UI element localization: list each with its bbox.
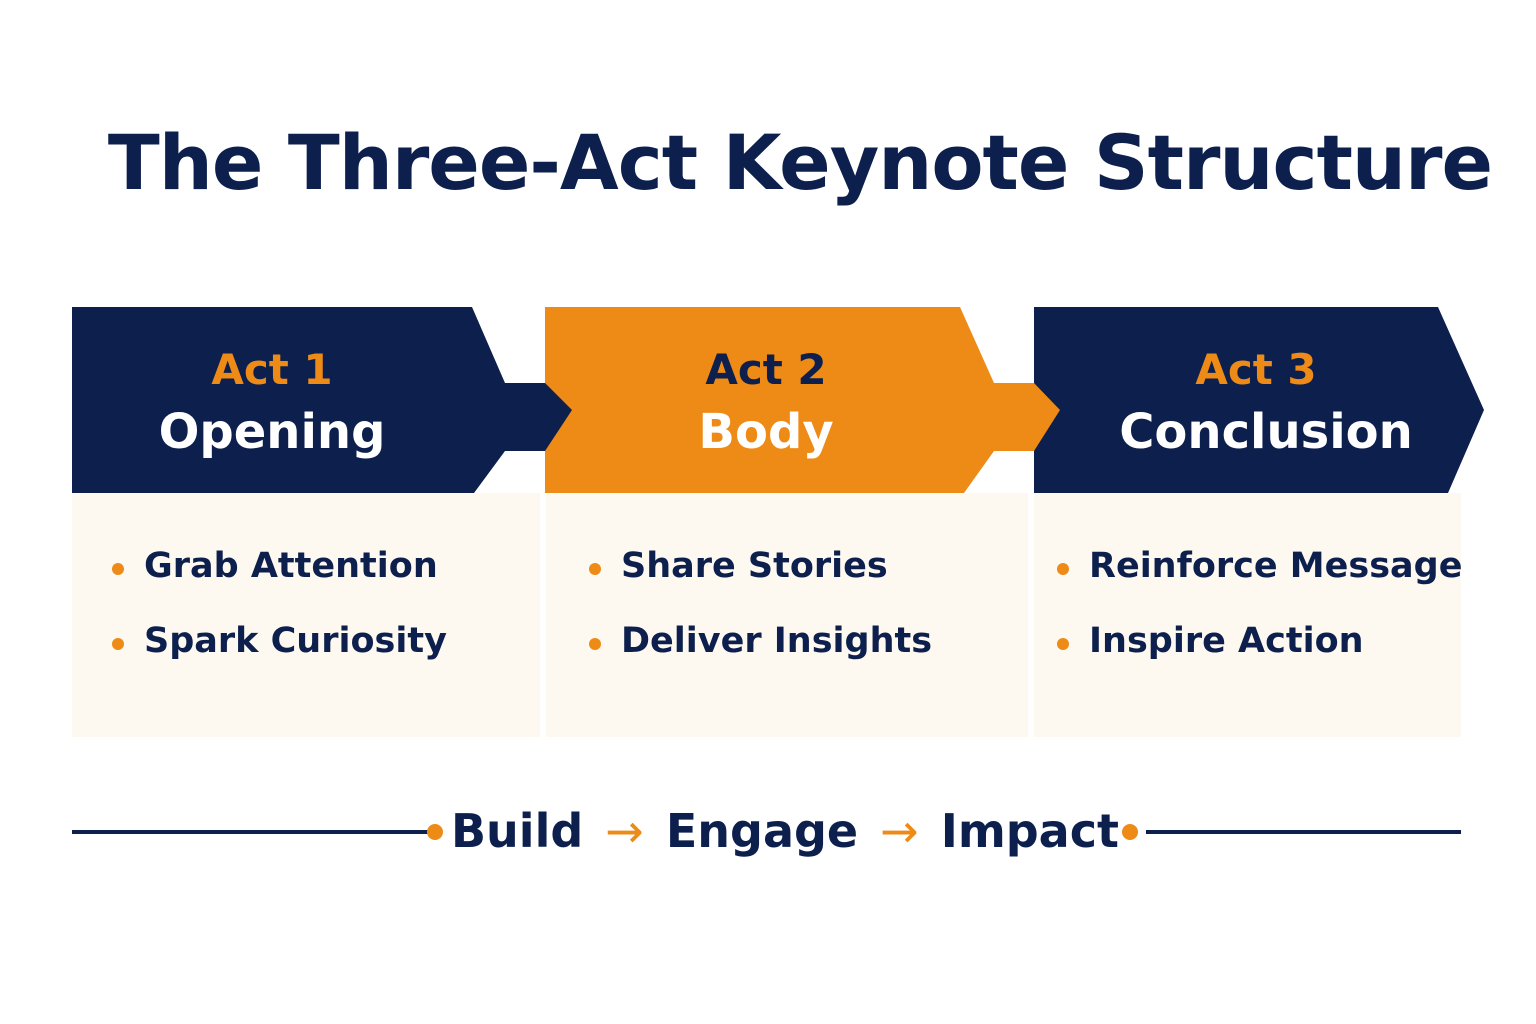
list-item-text: Share Stories (621, 546, 888, 586)
act-1-name: Opening (158, 404, 386, 460)
act-2-bullets: Share Stories Deliver Insights (589, 549, 932, 699)
list-item: Share Stories (589, 549, 932, 624)
list-item-text: Grab Attention (144, 546, 438, 586)
act-2-chevron (545, 307, 1080, 493)
flow-summary: Build → Engage → Impact (440, 808, 1130, 854)
act-3-label: Act 3 (1195, 345, 1317, 394)
bullet-dot (112, 563, 124, 575)
list-item: Reinforce Message (1057, 549, 1462, 624)
act-3-bullets: Reinforce Message Inspire Action (1057, 549, 1462, 699)
list-item: Inspire Action (1057, 624, 1462, 699)
flow-dot-right (1122, 824, 1138, 840)
flow-step-engage: Engage (665, 804, 859, 858)
list-item-text: Reinforce Message (1089, 546, 1463, 586)
list-item: Deliver Insights (589, 624, 932, 699)
act-2-name: Body (698, 404, 834, 460)
act-3-name: Conclusion (1119, 404, 1413, 460)
list-item-text: Spark Curiosity (144, 621, 447, 661)
flow-step-build: Build (451, 804, 584, 858)
bullet-dot (589, 563, 601, 575)
act-1-chevron (72, 307, 586, 493)
list-item: Spark Curiosity (112, 624, 447, 699)
act-1-bullets: Grab Attention Spark Curiosity (112, 549, 447, 699)
arrow-right-icon: → (605, 804, 644, 858)
bullet-dot (112, 638, 124, 650)
list-item: Grab Attention (112, 549, 447, 624)
bullet-dot (589, 638, 601, 650)
bullet-dot (1057, 638, 1069, 650)
act-3-panel (1034, 493, 1461, 737)
act-3-chevron (1034, 307, 1484, 493)
list-item-text: Inspire Action (1089, 621, 1364, 661)
act-2-label: Act 2 (705, 345, 827, 394)
act-1-label: Act 1 (211, 345, 333, 394)
list-item-text: Deliver Insights (621, 621, 933, 661)
bullet-dot (1057, 563, 1069, 575)
page-title: The Three-Act Keynote Structure (107, 118, 1493, 207)
flow-dot-left (427, 824, 443, 840)
act-2-panel (546, 493, 1028, 737)
arrow-right-icon: → (880, 804, 919, 858)
flow-step-impact: Impact (940, 804, 1119, 858)
act-1-panel (72, 493, 540, 737)
